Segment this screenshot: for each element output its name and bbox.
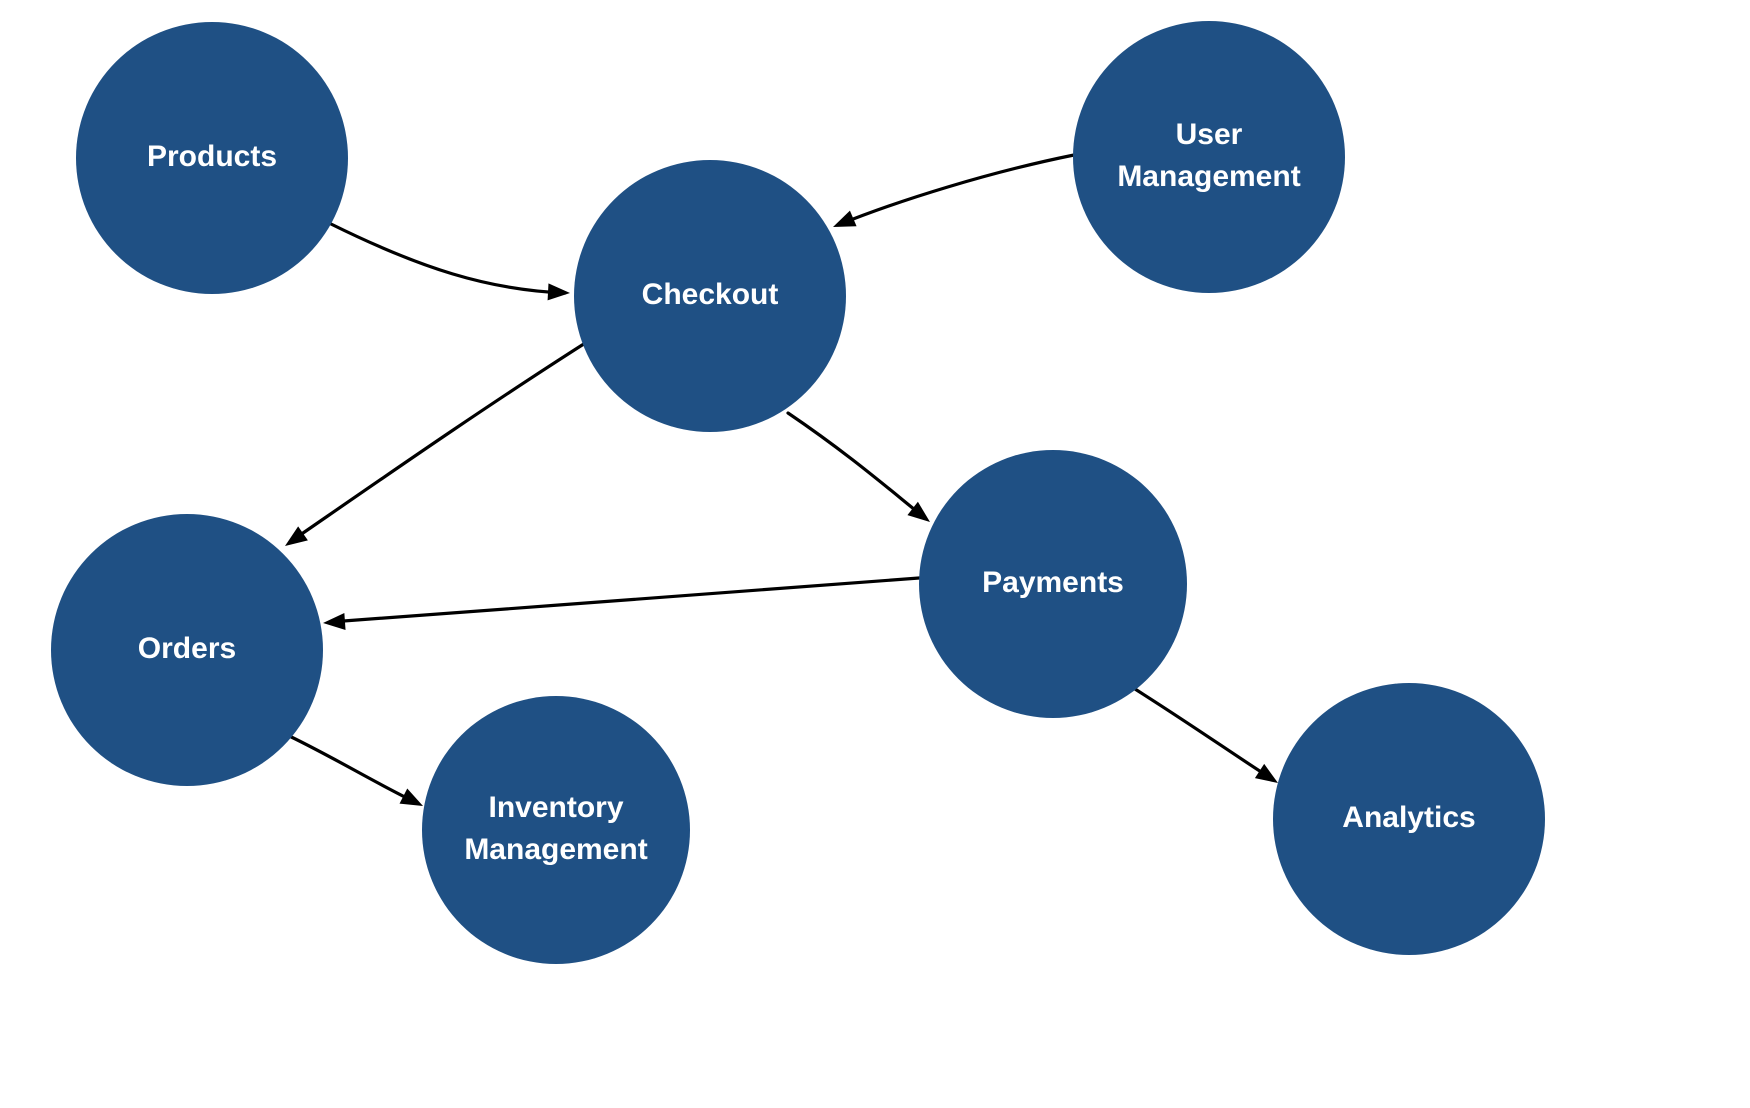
arrowhead-icon xyxy=(285,526,308,546)
edge-orders-to-inventory-management xyxy=(281,731,423,806)
edges-layer xyxy=(281,153,1278,806)
arrowhead-icon xyxy=(833,210,857,227)
arrowhead-icon xyxy=(323,612,346,630)
edge-line xyxy=(288,338,592,544)
node-products[interactable]: Products xyxy=(76,22,348,294)
node-circle-analytics[interactable] xyxy=(1273,683,1545,955)
edge-line xyxy=(836,153,1076,227)
node-payments[interactable]: Payments xyxy=(919,450,1187,718)
node-circle-user_management[interactable] xyxy=(1073,21,1345,293)
edge-line xyxy=(328,576,921,624)
edge-line xyxy=(281,731,419,805)
node-circle-checkout[interactable] xyxy=(574,160,846,432)
edge-checkout-to-orders xyxy=(285,338,592,546)
node-orders[interactable]: Orders xyxy=(51,514,323,786)
node-circle-products[interactable] xyxy=(76,22,348,294)
arrowhead-icon xyxy=(1254,763,1278,783)
edge-checkout-to-payments xyxy=(786,411,930,522)
edge-user-management-to-checkout xyxy=(833,153,1076,227)
edge-products-to-checkout xyxy=(329,222,570,301)
arrowhead-icon xyxy=(547,283,570,301)
node-circle-orders[interactable] xyxy=(51,514,323,786)
arrowhead-icon xyxy=(907,501,930,522)
edge-payments-to-analytics xyxy=(1133,687,1278,783)
edge-payments-to-orders xyxy=(323,576,921,630)
node-circle-payments[interactable] xyxy=(919,450,1187,718)
node-circle-inventory_management[interactable] xyxy=(422,696,690,964)
arrowhead-icon xyxy=(399,788,423,806)
node-analytics[interactable]: Analytics xyxy=(1273,683,1545,955)
edge-line xyxy=(329,222,567,295)
edge-line xyxy=(786,411,927,520)
node-checkout[interactable]: Checkout xyxy=(574,160,846,432)
edge-line xyxy=(1133,687,1274,781)
